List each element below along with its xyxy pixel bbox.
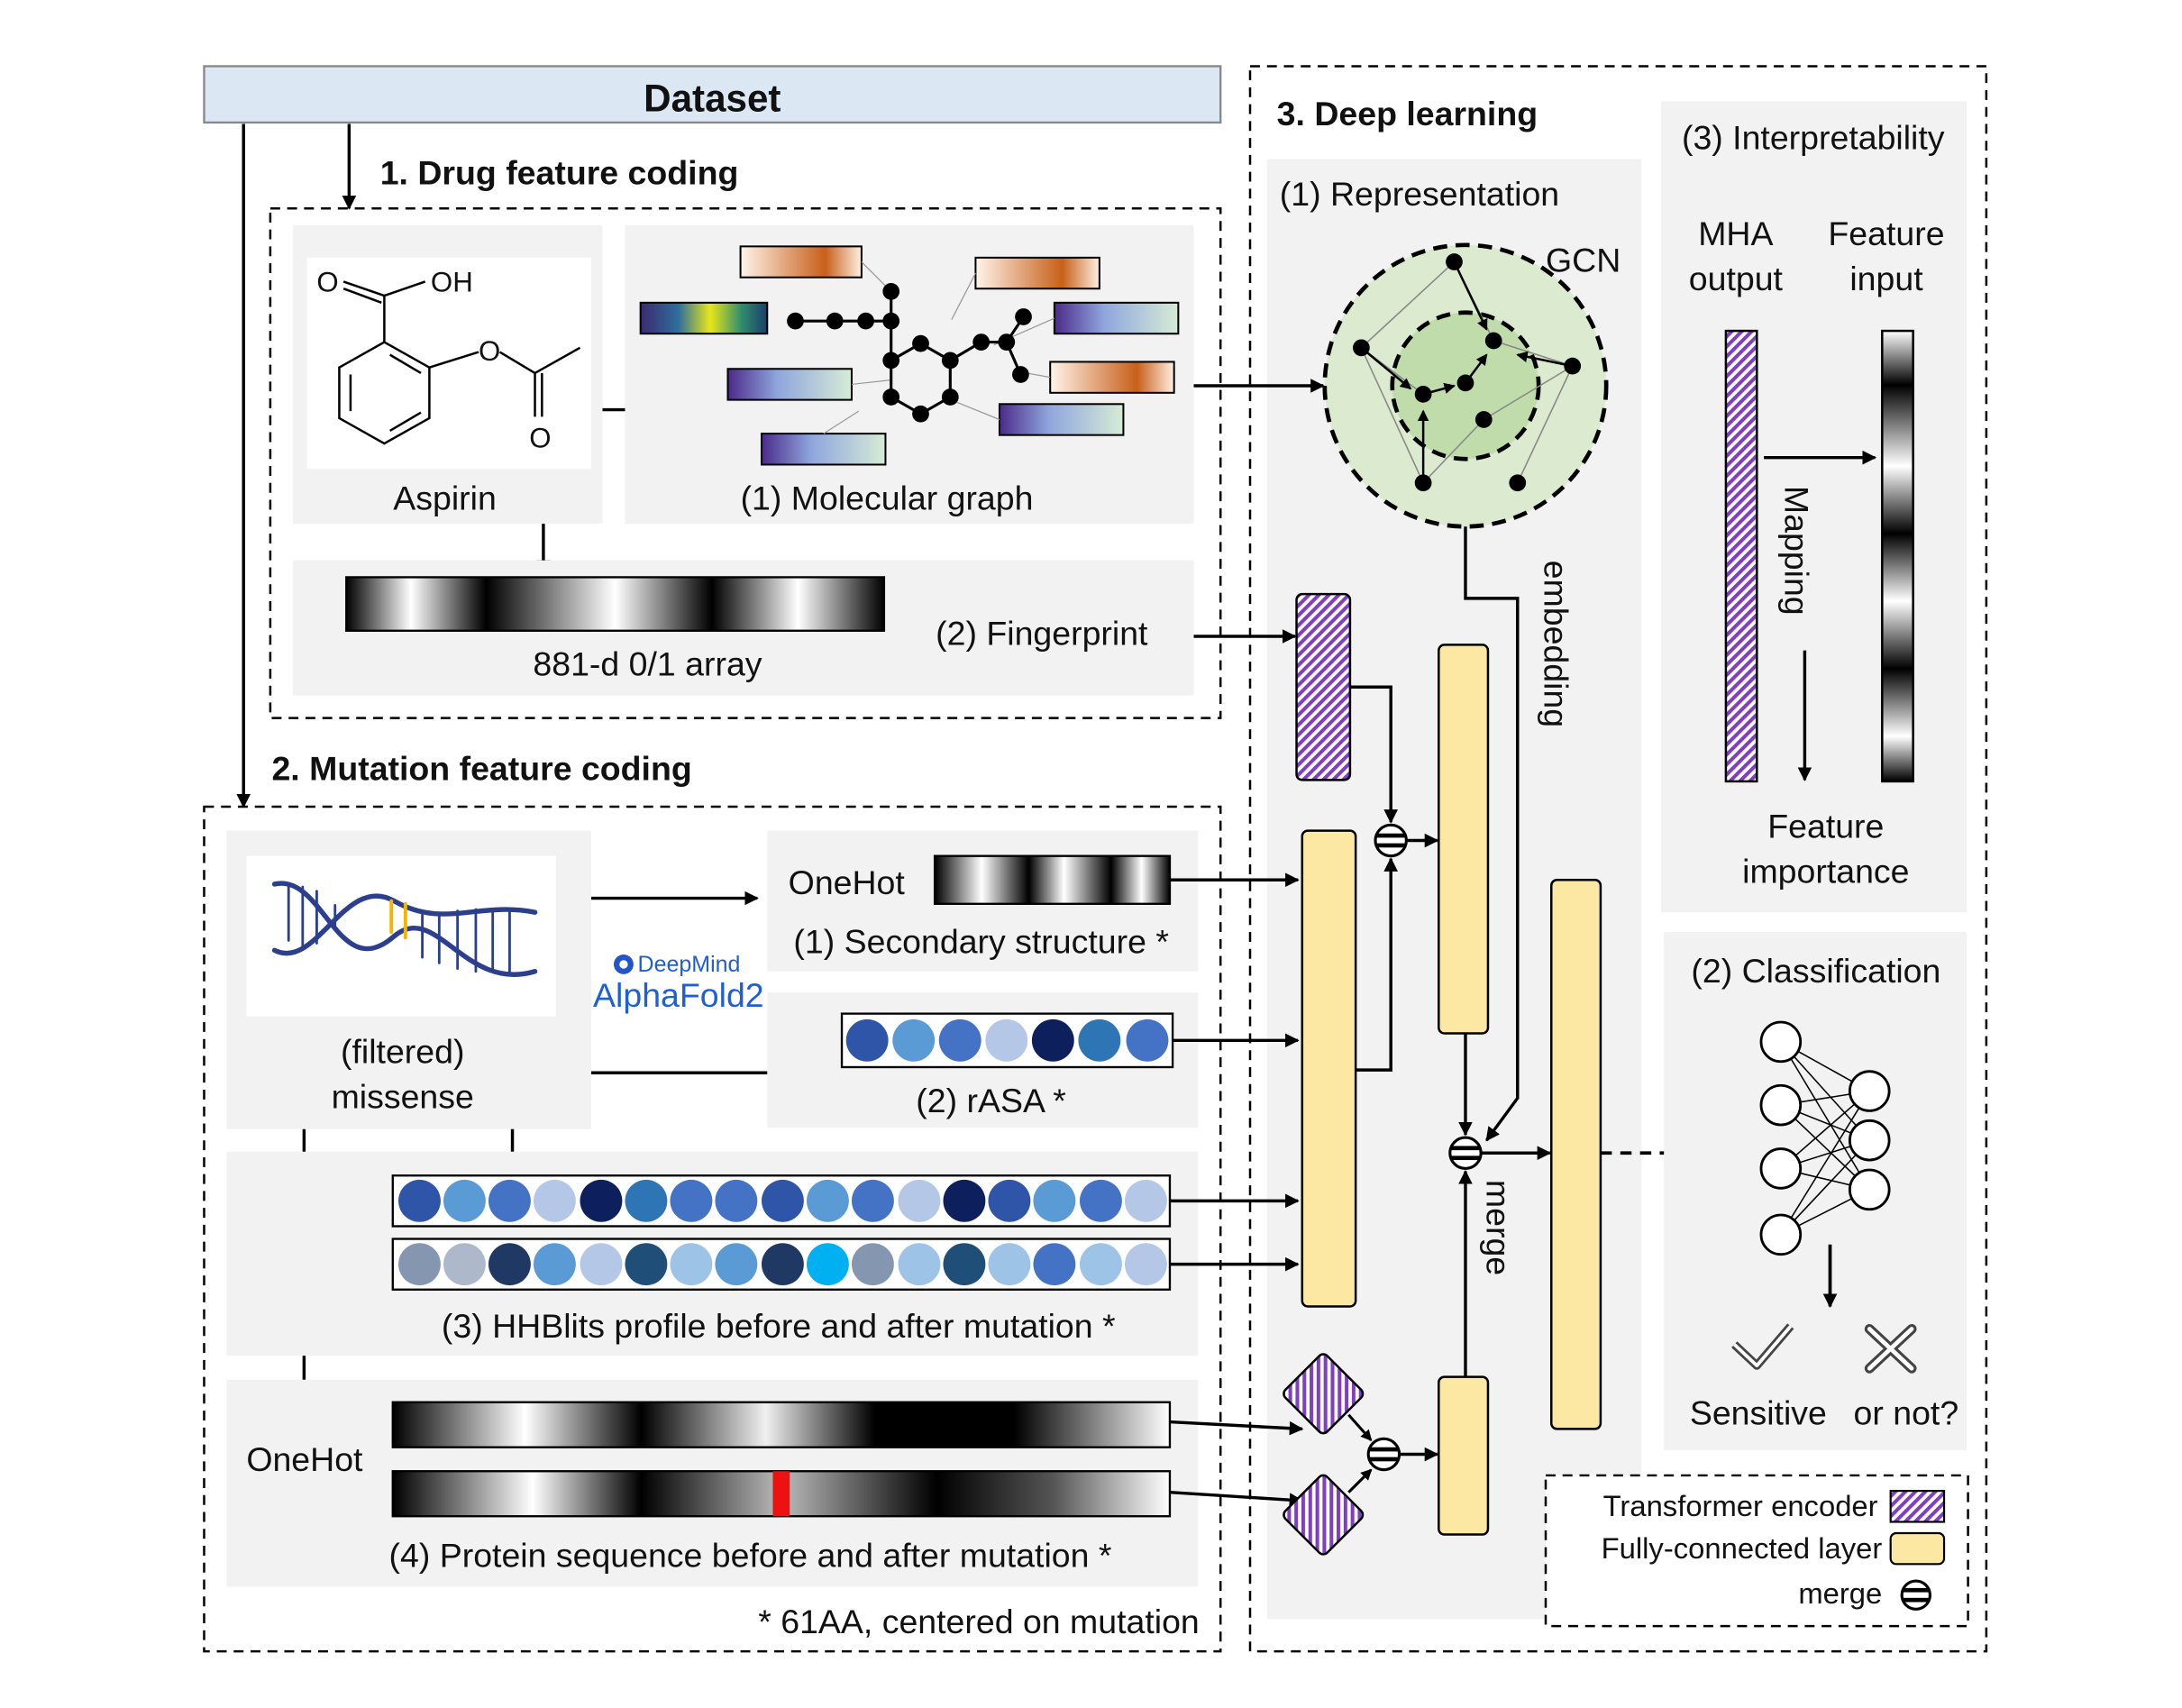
legend-transformer-swatch	[1889, 1490, 1946, 1523]
ester-oxygen-label: O	[479, 335, 500, 367]
representation-label: (1) Representation	[1280, 175, 1559, 213]
alphafold-brand: AlphaFold2	[593, 976, 764, 1014]
arrow-transformer-bottom-to-merge	[1347, 1468, 1373, 1493]
acetyl-oxygen-label: O	[529, 423, 551, 454]
hydroxyl-label: OH	[431, 266, 473, 297]
feature-importance-line1: Feature	[1767, 807, 1884, 845]
legend-fc-label: Fully-connected layer	[1602, 1531, 1883, 1565]
interpretability-panel	[1661, 101, 1967, 913]
carbonyl-oxygen-label: O	[316, 266, 338, 297]
classification-heading: (2) Classification	[1691, 952, 1940, 990]
legend-merge-label: merge	[1798, 1576, 1882, 1610]
mha-output-bar	[1724, 329, 1758, 783]
sequence-before-bar	[391, 1401, 1172, 1448]
protein-sequence-label: (4) Protein sequence before and after mu…	[389, 1536, 1112, 1574]
fingerprint-transformer-block	[1295, 592, 1352, 781]
arrow-seq-before-to-transformer	[1169, 1420, 1304, 1436]
legend-merge-swatch	[1900, 1579, 1931, 1611]
merge-label: merge	[1479, 1180, 1517, 1275]
or-not-label: or not?	[1854, 1394, 1959, 1432]
legend-transformer-label: Transformer encoder	[1603, 1489, 1878, 1522]
classifier-network	[1759, 1020, 1891, 1256]
feature-importance-line2: importance	[1742, 852, 1909, 890]
mapping-label: Mapping	[1778, 486, 1816, 616]
arrow-fc-mutation-to-merge	[1356, 857, 1399, 1072]
drug-section-heading: 1. Drug feature coding	[380, 154, 739, 192]
molecular-graph-label: (1) Molecular graph	[741, 479, 1034, 516]
hhblits-label: (3) HHBlits profile before and after mut…	[442, 1307, 1116, 1345]
mha-label-line2: output	[1689, 260, 1784, 297]
sensitive-label: Sensitive	[1690, 1394, 1827, 1432]
array-label: 881-d 0/1 array	[533, 645, 762, 683]
fingerprint-array-bar	[345, 576, 886, 632]
dataset-bar	[203, 65, 1222, 124]
secondary-onehot-bar	[933, 854, 1172, 905]
aspirin-structure	[338, 280, 581, 445]
onehot-label-2: OneHot	[246, 1440, 363, 1478]
fingerprint-label: (2) Fingerprint	[936, 614, 1148, 652]
drug-section-frame	[269, 206, 1222, 719]
deepmind-logo-icon	[614, 954, 634, 974]
secondary-structure-label: (1) Secondary structure *	[793, 922, 1169, 960]
checkmark-icon-inner	[1733, 1325, 1793, 1367]
onehot-label: OneHot	[789, 863, 906, 901]
sequence-after-transformer	[1283, 1474, 1365, 1556]
mha-label-line1: MHA	[1698, 215, 1773, 252]
sequence-before-transformer	[1283, 1353, 1365, 1435]
merge-icon	[1366, 1437, 1401, 1472]
cross-icon	[1864, 1324, 1917, 1374]
dataset-title: Dataset	[644, 77, 781, 119]
fc-layer-sequence	[1438, 1375, 1490, 1536]
feature-bars	[639, 245, 1180, 466]
feature-links	[823, 261, 1055, 434]
fc-layer-drug	[1438, 644, 1490, 1035]
merge-icon	[1374, 823, 1408, 858]
classification-panel	[1664, 932, 1967, 1450]
feature-input-label-line2: input	[1849, 260, 1923, 297]
fc-layer-mutation	[1301, 829, 1357, 1308]
gcn-label: GCN	[1546, 241, 1621, 279]
arrow-transformer-to-merge	[1349, 685, 1399, 824]
aspirin-label: Aspirin	[393, 479, 497, 516]
dna-image-box	[246, 855, 556, 1017]
mutation-site-marker	[772, 1471, 790, 1517]
missense-label-line1: (filtered)	[341, 1032, 464, 1070]
feature-input-label-line1: Feature	[1828, 215, 1944, 252]
arrow-seq-after-to-transformer	[1169, 1490, 1304, 1507]
arrow-transformer-top-to-merge	[1347, 1413, 1373, 1442]
deepmind-brand: DeepMind	[638, 952, 741, 977]
arrow-gcn-embedding	[1464, 526, 1520, 1142]
merge-icon	[1448, 1136, 1483, 1170]
fc-layer-merged	[1550, 878, 1602, 1430]
embedding-label: embedding	[1537, 561, 1575, 727]
hhblits-after-cells	[398, 1243, 1167, 1286]
footnote: * 61AA, centered on mutation	[758, 1603, 1199, 1640]
deep-learning-heading: 3. Deep learning	[1277, 95, 1538, 132]
rasa-label: (2) rASA *	[916, 1082, 1066, 1119]
molecular-graph	[787, 282, 1032, 423]
mutation-section-heading: 2. Mutation feature coding	[271, 749, 691, 787]
legend-fc-swatch	[1889, 1531, 1946, 1566]
deep-learning-frame	[1248, 65, 1988, 1653]
rasa-cells	[845, 1018, 1169, 1062]
missense-label-line2: missense	[332, 1077, 474, 1115]
dna-helix-icon	[271, 881, 538, 977]
feature-input-bar	[1881, 329, 1914, 783]
hhblits-before-cells	[398, 1179, 1167, 1222]
interpretability-heading: (3) Interpretability	[1682, 119, 1945, 157]
mutation-section-frame	[203, 805, 1222, 1653]
gcn-graph	[1353, 253, 1582, 492]
